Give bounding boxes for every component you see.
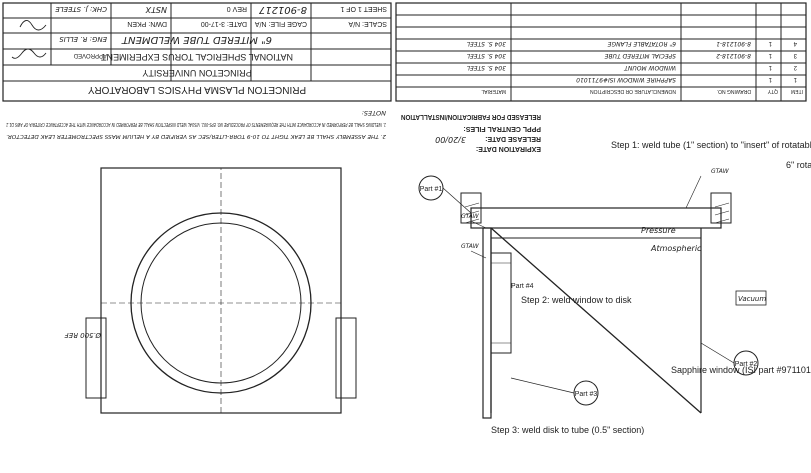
lab-name: PRINCETON PLASMA PHYSICS LABORATORY (88, 84, 307, 95)
pressure-label: Pressure (641, 226, 676, 235)
row-qty: 1 (768, 52, 772, 58)
row-qty: 1 (768, 76, 772, 82)
col-item: ITEM (791, 88, 803, 94)
callouts: Part #2 Part #3 Part #1 Step 1: weld tub… (418, 140, 811, 435)
col-drawing: DRAWING NO. (717, 88, 751, 94)
part-3-label: Part #3 (575, 391, 598, 398)
project-name: NATIONAL SPHERICAL TORUS EXPERIMENT (101, 52, 293, 62)
step-3-note: Step 3: weld disk to tube (0.5" section) (491, 425, 644, 435)
row-material: 304 S. STEEL (467, 52, 506, 59)
central-files-label: PPPL CENTRAL FILES: (463, 125, 541, 132)
drawing-number: 8-901217 (258, 4, 307, 15)
window-mount (482, 227, 492, 419)
row-qty: 1 (768, 64, 772, 70)
step-2-note: Step 2: weld window to disk (521, 295, 632, 305)
engineer-field: ENG: R. ELLIS (59, 35, 107, 43)
col-description: NOMENCLATURE OR DESCRIPTION (590, 88, 676, 94)
row-drawing: 8-901218-1 (716, 40, 751, 47)
sheet-field: SHEET 1 OF 1 (340, 5, 387, 12)
miter-line (490, 227, 702, 414)
table-row: 4 1 8-901218-1 6" ROTATABLE FLANGE 304 S… (467, 40, 797, 47)
university-name: PRINCETON UNIVERSITY (142, 68, 251, 78)
gtaw-weld-symbol: GTAW (461, 243, 480, 250)
row-item: 2 (793, 64, 797, 70)
atmospheric-label: Atmospheric (650, 244, 702, 253)
note-1: 1. WELDING SHALL BE PERFORMED IN ACCORDA… (6, 121, 386, 127)
signature (11, 48, 47, 59)
table-row: 1 1 SAPPHIRE WINDOW ISI#9711010 (576, 76, 797, 83)
approved-label: APPROVED (73, 52, 107, 58)
row-description: 6" ROTATABLE FLANGE (607, 40, 676, 47)
table-row: 2 1 WINDOW MOUNT 304 S. STEEL (467, 64, 797, 71)
row-item: 1 (793, 76, 797, 82)
row-drawing: 8-901218-2 (716, 52, 751, 59)
rotatable-flange (470, 207, 722, 229)
part-1-label: Part #1 (420, 186, 443, 193)
col-material: MATERIAL (481, 88, 506, 94)
flange-note: 6" rotatable flange (MDC part #100026) (786, 160, 811, 170)
project-code: NSTX (145, 5, 167, 14)
checker-field: CHK: J. STEELE (55, 5, 107, 13)
release-date-label: RELEASE DATE: (485, 135, 541, 142)
date-field: DATE: 3-17-00 (201, 20, 247, 27)
drawing-title: 6" MITERED TUBE WELDMENT (121, 34, 272, 45)
sapphire-note: Sapphire window (ISI part #9711010) (671, 365, 811, 375)
expiration-label: EXPIRATION DATE: (476, 145, 541, 152)
front-view: Ø.500 REF (64, 167, 357, 414)
scale-field: SCALE: N/A (348, 20, 387, 27)
sapphire-window (490, 252, 512, 354)
row-item: 3 (793, 52, 797, 58)
vacuum-label: Vacuum (738, 295, 766, 303)
row-item: 4 (793, 40, 797, 46)
notes-label: NOTES: (362, 109, 386, 117)
released-label: RELEASED FOR FABRICATION/INSTALLATION (401, 113, 541, 120)
row-description: WINDOW MOUNT (623, 64, 676, 71)
notes-block: NOTES: 1. WELDING SHALL BE PERFORMED IN … (6, 109, 386, 139)
gtaw-weld-symbol: GTAW (711, 168, 730, 175)
rev-field: REV 0 (227, 5, 247, 12)
flange-lip (460, 192, 482, 224)
row-material: 304 S. STEEL (467, 64, 506, 71)
note-2: 2. THE ASSEMBLY SHALL BE LEAK TIGHT TO 1… (6, 133, 386, 139)
title-block: PRINCETON PLASMA PHYSICS LABORATORY PRIN… (2, 2, 392, 102)
reference-dimension: Ø.500 REF (64, 331, 102, 339)
flange-lip (710, 192, 732, 224)
drawn-field: DWN: PKEN (127, 20, 167, 27)
table-row: 3 1 8-901218-2 SPECIAL MITERED TUBE 304 … (467, 52, 797, 59)
row-material: 304 S. STEEL (467, 40, 506, 47)
part-2-label: Part #2 (735, 361, 758, 368)
part-4-label: Part #4 (511, 283, 534, 290)
cage-field: CAGE FILE: N/A (255, 20, 307, 27)
row-qty: 1 (768, 40, 772, 46)
parts-list: ITEM QTY DRAWING NO. NOMENCLATURE OR DES… (395, 2, 807, 102)
row-description: SPECIAL MITERED TUBE (604, 52, 676, 59)
signature (19, 20, 47, 31)
step-1-note: Step 1: weld tube (1" section) to "inser… (611, 140, 811, 150)
col-qty: QTY (767, 88, 778, 94)
section-view (460, 192, 732, 419)
row-description: SAPPHIRE WINDOW ISI#9711010 (576, 76, 676, 83)
gtaw-weld-symbol: GTAW (461, 213, 480, 220)
stamp-date: 3/20/00 (435, 135, 466, 144)
release-stamp: RELEASED FOR FABRICATION/INSTALLATION PP… (401, 113, 541, 152)
